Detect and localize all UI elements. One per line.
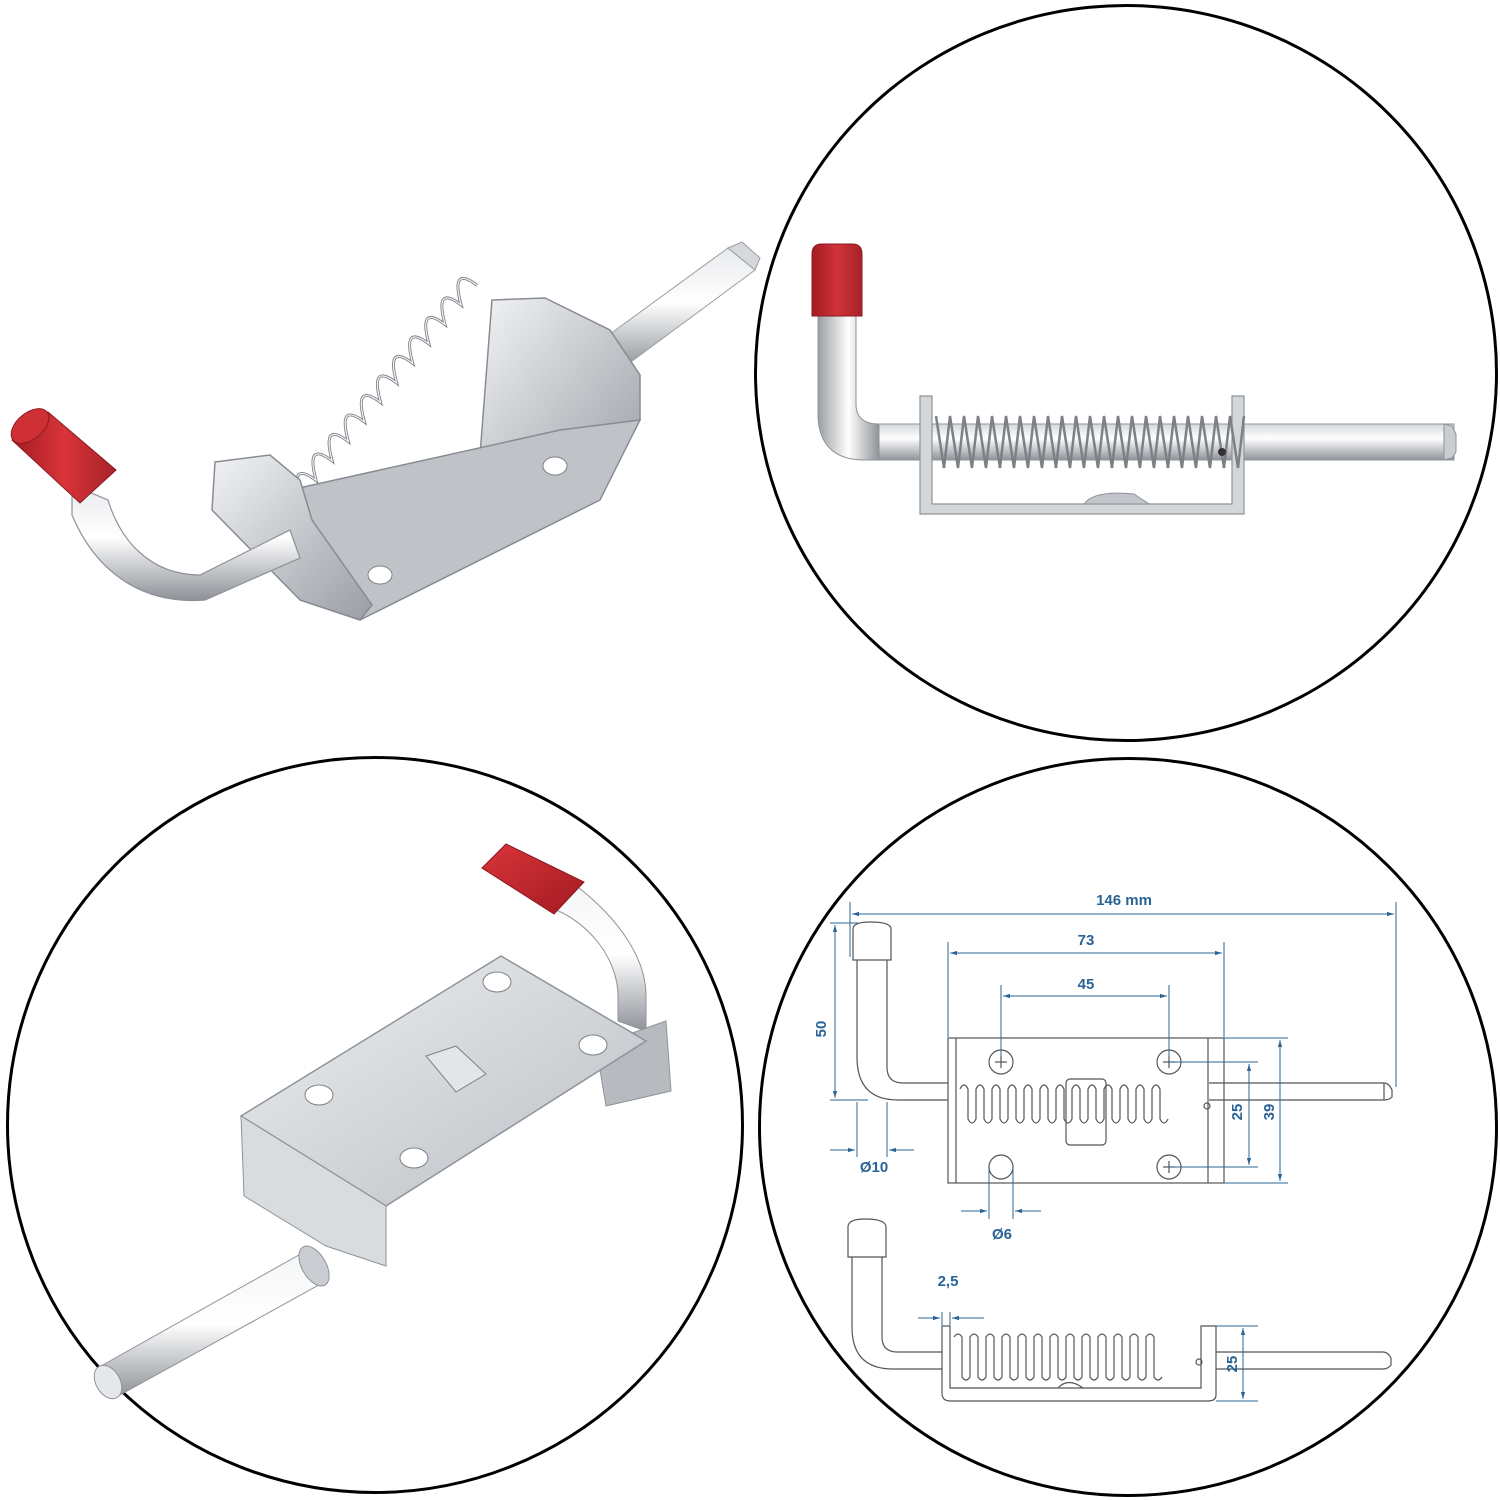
spring-latch-perspective-illustration (10, 241, 761, 621)
bolt-tip (93, 1364, 123, 1400)
photo-side-panel (754, 4, 1498, 742)
top-view (852, 921, 1393, 1184)
dimension-overall-length: 146 mm (1096, 892, 1152, 909)
photo-underside-panel (6, 756, 744, 1494)
dimension-plate-width: 39 (1261, 1104, 1278, 1121)
pin-collar (298, 1245, 330, 1287)
handle-pin (71, 484, 301, 602)
cotter-pin-hole (1218, 448, 1226, 456)
mounting-hole (399, 1147, 429, 1169)
locking-tab (1083, 492, 1151, 505)
bolt-tip (1443, 423, 1457, 461)
handle-red-cap (811, 243, 863, 317)
dimension-plate-thickness: 2,5 (938, 1273, 959, 1290)
spring-coil (934, 415, 1246, 469)
dimension-handle-height: 50 (813, 1021, 830, 1038)
spring-latch-side-illustration (811, 243, 1457, 515)
dimension-hole-diameter: Ø6 (992, 1226, 1012, 1243)
photo-perspective-panel (0, 0, 761, 750)
dimension-plate-length: 73 (1078, 932, 1095, 949)
handle-red-cap (481, 843, 585, 915)
mounting-hole (578, 1034, 608, 1056)
dimension-drawing: 146 mm 73 45 50 Ø10 25 39 Ø6 2,5 25 (813, 892, 1397, 1402)
bracket (919, 395, 1245, 515)
dimension-hole-spacing-width: 25 (1229, 1104, 1246, 1121)
handle-pin (817, 313, 880, 461)
circle-frame (6, 756, 744, 1494)
spring-coil (295, 276, 479, 501)
mounting-hole (542, 456, 568, 476)
technical-drawing-panel: 146 mm 73 45 50 Ø10 25 39 Ø6 2,5 25 (758, 757, 1498, 1497)
mounting-hole (367, 565, 393, 585)
bolt-shaft (100, 1250, 327, 1397)
circle-frame (754, 4, 1498, 742)
dimension-lines (830, 902, 1397, 1402)
front-flange (240, 1115, 387, 1267)
dimension-hole-spacing-length: 45 (1078, 976, 1095, 993)
side-view (847, 1218, 1392, 1402)
handle-pin (545, 877, 647, 1032)
circle-frame (758, 757, 1498, 1497)
dimension-pin-diameter: Ø10 (860, 1159, 888, 1176)
spring-latch-underside-illustration (93, 843, 672, 1400)
locking-slot (425, 1045, 487, 1093)
dimension-side-height: 25 (1224, 1356, 1241, 1373)
mounting-hole (304, 1084, 334, 1106)
mounting-hole (482, 971, 512, 993)
handle-red-cap (10, 408, 117, 504)
